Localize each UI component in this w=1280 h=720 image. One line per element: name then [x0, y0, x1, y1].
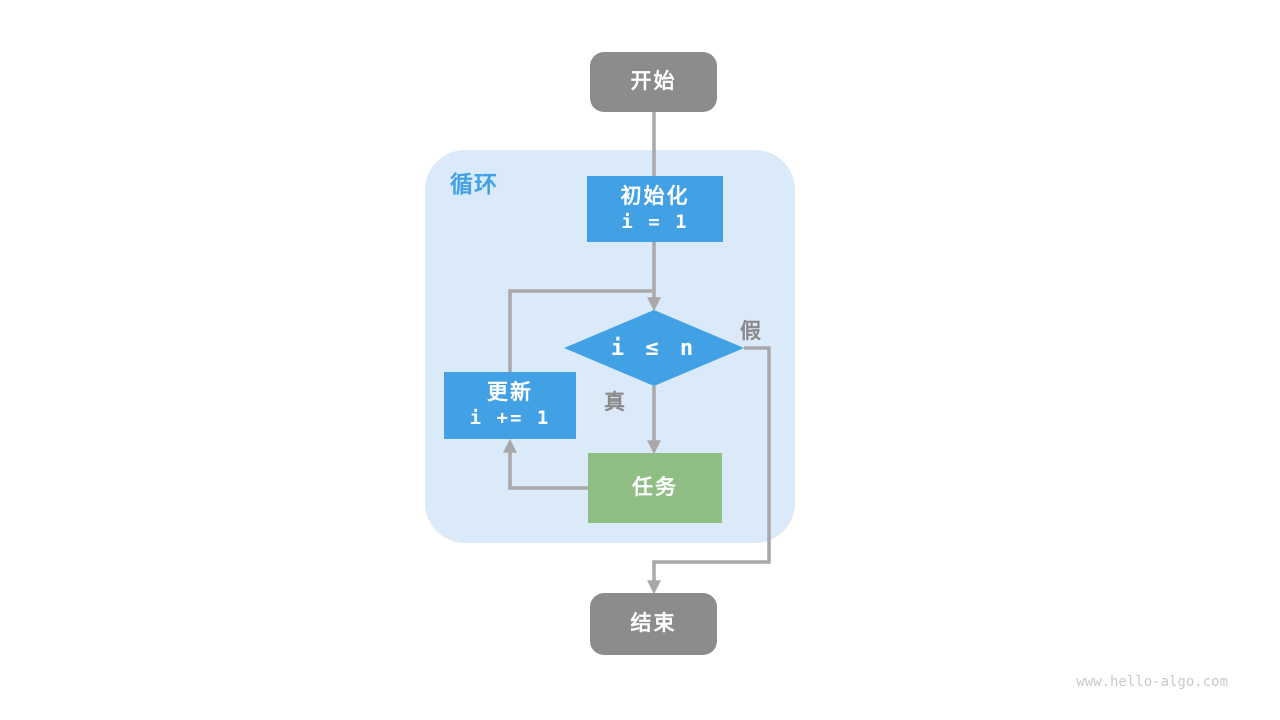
node-condition: i ≤ n [564, 310, 744, 386]
node-update-code: i += 1 [469, 407, 551, 430]
node-task-label: 任务 [632, 475, 678, 499]
node-update: 更新 i += 1 [444, 372, 576, 439]
edge-condition-false-to-end [647, 346, 771, 595]
edge-label-true: 真 [604, 391, 625, 414]
node-initialize-code: i = 1 [621, 210, 689, 233]
node-condition-code: i ≤ n [610, 335, 698, 361]
loop-scope-label: 循环 [450, 171, 498, 197]
node-start: 开始 [590, 52, 717, 112]
edge-task-to-update [503, 438, 588, 490]
watermark-text: www.hello-algo.com [1076, 674, 1228, 690]
node-task: 任务 [588, 453, 722, 523]
node-end: 结束 [590, 593, 717, 655]
node-initialize: 初始化 i = 1 [587, 176, 723, 242]
node-end-label: 结束 [630, 611, 677, 635]
node-start-label: 开始 [630, 69, 677, 93]
node-update-label: 更新 [487, 381, 533, 405]
node-initialize-label: 初始化 [620, 184, 690, 208]
edge-update-loopback [508, 289, 652, 372]
condition-diamond-shape [564, 310, 744, 386]
edge-label-false: 假 [740, 320, 761, 343]
